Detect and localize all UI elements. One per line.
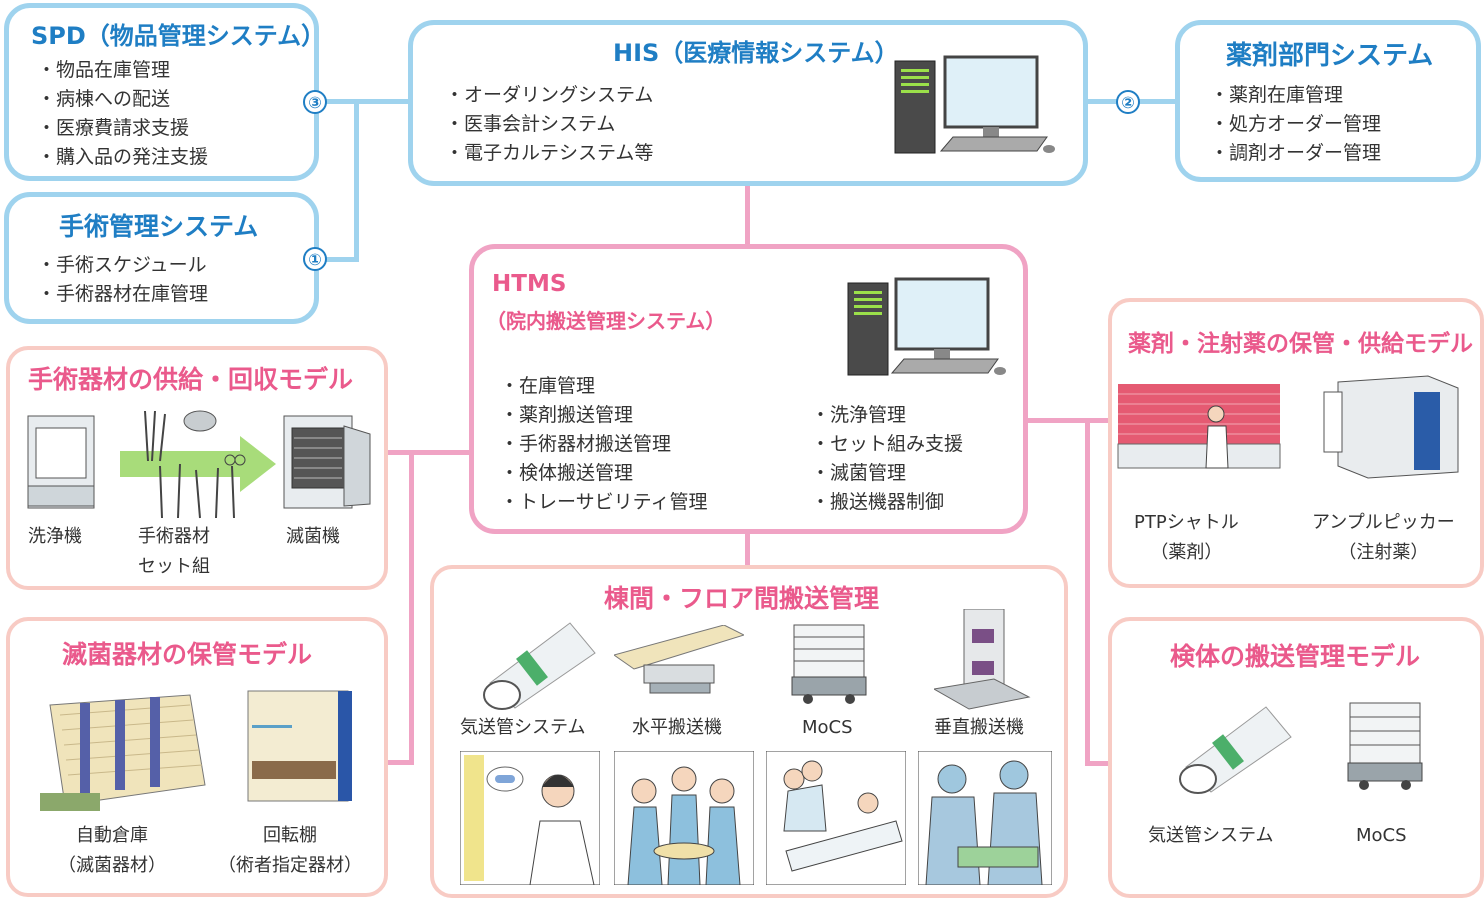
connector-surgery-mgmt (318, 257, 358, 262)
connector-htms-transport (745, 530, 750, 568)
connector-his-htms (745, 182, 750, 246)
caption-ampoule-picker: アンプルピッカー （注射薬） (1312, 512, 1455, 563)
scene-patient-illustration (766, 751, 906, 885)
list-item: ・トレーサビリティ管理 (500, 491, 708, 513)
htms-subtitle: （院内搬送管理システム） (486, 309, 726, 333)
pharmacy-system-title: 薬剤部門システム (1226, 41, 1434, 71)
his-title: HIS（医療情報システム） (613, 39, 899, 67)
list-item: ・電子カルテシステム等 (445, 142, 654, 164)
list-item: ・調剤オーダー管理 (1210, 142, 1382, 164)
htms-title: HTMS (492, 271, 567, 297)
list-item: ・処方オーダー管理 (1210, 113, 1382, 135)
link-number-1: ① (303, 247, 327, 271)
spd-box: SPD（物品管理システム） ・物品在庫管理 ・病棟への配送 ・医療費請求支援 ・… (4, 3, 325, 181)
drug-model-box: 薬剤・注射薬の保管・供給モデル PTPシャトル （薬剤） アンプルピッカー （注… (1108, 298, 1484, 588)
caption-washer: 洗浄機 (28, 526, 82, 547)
list-item: ・検体搬送管理 (500, 462, 634, 484)
list-item: ・滅菌管理 (811, 462, 907, 484)
caption-vertical-conveyor: 垂直搬送機 (934, 717, 1024, 738)
surgery-mgmt-box: 手術管理システム ・手術スケジュール ・手術器材在庫管理 (4, 192, 319, 324)
spd-title: SPD（物品管理システム） (31, 22, 326, 50)
specimen-pneumatic-tube-illustration (1179, 706, 1292, 794)
list-item: ・セット組み支援 (811, 433, 964, 455)
pharmacy-system-items: ・薬剤在庫管理 ・処方オーダー管理 ・調剤オーダー管理 (1210, 81, 1381, 168)
pneumatic-tube-illustration (483, 622, 596, 710)
list-item: ・医事会計システム (445, 113, 616, 135)
surgery-mgmt-items: ・手術スケジュール ・手術器材在庫管理 (37, 251, 208, 309)
caption-rotating-shelf: 回転棚 （術者指定器材） (218, 825, 362, 876)
list-item: ・オーダリングシステム (445, 84, 654, 106)
horizontal-conveyor-illustration (614, 625, 744, 694)
htms-box: HTMS （院内搬送管理システム） ・在庫管理 ・薬剤搬送管理 ・手術器材搬送管… (469, 244, 1028, 534)
caption-ptp-shuttle: PTPシャトル （薬剤） (1134, 512, 1239, 563)
caption-horizontal-conveyor: 水平搬送機 (632, 717, 722, 738)
list-item: ・洗浄管理 (811, 404, 907, 426)
specimen-mocs-illustration (1347, 702, 1423, 790)
htms-items-left: ・在庫管理 ・薬剤搬送管理 ・手術器材搬送管理 ・検体搬送管理 ・トレーサビリテ… (500, 372, 707, 517)
instrument-flow-illustration (27, 410, 371, 519)
mocs-robot-illustration (791, 624, 867, 704)
caption-mocs: MoCS (802, 717, 853, 738)
vertical-conveyor-illustration (934, 609, 1031, 710)
link-number-2: ② (1116, 90, 1140, 114)
list-item: ・薬剤在庫管理 (1210, 84, 1344, 106)
list-item: ・医療費請求支援 (37, 117, 190, 139)
auto-warehouse-illustration (40, 694, 206, 811)
instrument-model-box: 手術器材の供給・回収モデル 洗浄機 手術器材 セット組 滅菌機 (6, 346, 388, 590)
his-box: HIS（医療情報システム） ・オーダリングシステム ・医事会計システム ・電子カ… (408, 20, 1088, 186)
connector-htms-right (1025, 418, 1110, 423)
surgery-mgmt-title: 手術管理システム (59, 212, 259, 241)
ampoule-picker-illustration (1323, 375, 1459, 479)
connector-left-sterile (386, 760, 414, 765)
connector-spd-his (318, 99, 412, 104)
list-item: ・在庫管理 (500, 375, 596, 397)
his-items: ・オーダリングシステム ・医事会計システム ・電子カルテシステム等 (445, 81, 653, 168)
list-item: ・購入品の発注支援 (37, 146, 209, 168)
connector-right-vertical (1085, 418, 1090, 766)
list-item: ・物品在庫管理 (37, 59, 171, 81)
list-item: ・搬送機器制御 (811, 491, 945, 513)
ptp-shuttle-illustration (1117, 384, 1281, 469)
specimen-model-title: 検体の搬送管理モデル (1170, 642, 1421, 671)
drug-model-title: 薬剤・注射薬の保管・供給モデル (1128, 331, 1473, 357)
spd-items: ・物品在庫管理 ・病棟への配送 ・医療費請求支援 ・購入品の発注支援 (37, 56, 208, 172)
scene-surgery-illustration (918, 751, 1052, 885)
caption-pneumatic-tube: 気送管システム (460, 717, 586, 738)
list-item: ・手術器材在庫管理 (37, 283, 209, 305)
caption-specimen-pneumatic-tube: 気送管システム (1148, 825, 1274, 846)
list-item: ・病棟への配送 (37, 88, 171, 110)
caption-sterilizer: 滅菌機 (286, 526, 340, 547)
link-number-3: ③ (303, 90, 327, 114)
htms-items-right: ・洗浄管理 ・セット組み支援 ・滅菌管理 ・搬送機器制御 (811, 401, 963, 517)
caption-instrument-set: 手術器材 セット組 (138, 526, 210, 577)
specimen-model-box: 検体の搬送管理モデル 気送管システム MoCS (1108, 617, 1484, 898)
list-item: ・手術スケジュール (37, 254, 207, 276)
connector-htms-left (386, 450, 472, 455)
caption-specimen-mocs: MoCS (1356, 825, 1407, 846)
list-item: ・薬剤搬送管理 (500, 404, 634, 426)
sterile-storage-model-title: 滅菌器材の保管モデル (62, 640, 313, 669)
instrument-model-title: 手術器材の供給・回収モデル (28, 365, 354, 394)
htms-computer-icon (847, 277, 1006, 376)
rotating-shelf-illustration (247, 690, 352, 802)
sterile-storage-model-box: 滅菌器材の保管モデル 自動倉庫 （滅菌器材） 回転棚 （術者指定器材） (6, 617, 388, 897)
connector-left-vertical (409, 450, 414, 765)
his-computer-icon (894, 55, 1055, 154)
caption-auto-warehouse: 自動倉庫 （滅菌器材） (58, 825, 166, 876)
list-item: ・手術器材搬送管理 (500, 433, 672, 455)
scene-nurse-illustration (460, 751, 600, 885)
transport-mgmt-box: 棟間・フロア間搬送管理 気送管システム 水平搬送機 MoCS 垂直搬送機 (430, 565, 1068, 898)
scene-nurses-illustration (614, 751, 754, 885)
connector-right-specimen (1085, 761, 1110, 766)
pharmacy-system-box: 薬剤部門システム ・薬剤在庫管理 ・処方オーダー管理 ・調剤オーダー管理 (1175, 20, 1481, 182)
connector-vertical-left (354, 99, 359, 262)
transport-mgmt-title: 棟間・フロア間搬送管理 (604, 584, 880, 613)
